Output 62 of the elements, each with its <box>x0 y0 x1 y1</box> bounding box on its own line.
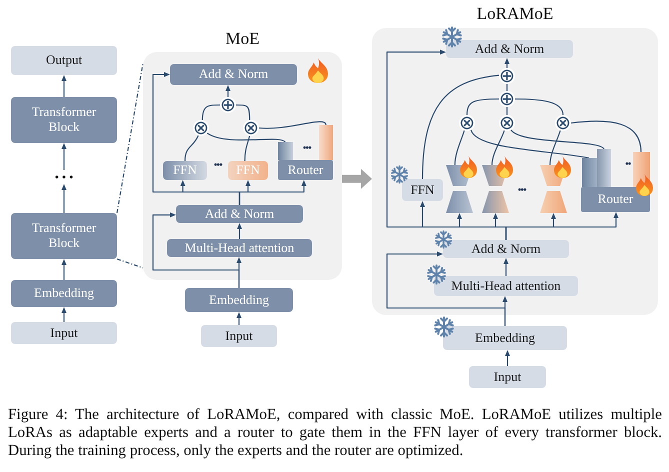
ffn-block: FFN <box>228 161 268 180</box>
ellipsis-dots: • • • <box>43 170 85 184</box>
connector-line <box>466 98 499 116</box>
connector-line <box>515 98 564 116</box>
arrow <box>505 351 510 366</box>
embedding-block: Embedding <box>185 288 293 312</box>
arrow <box>226 86 230 97</box>
connector-line <box>244 136 250 162</box>
transformer-block: Transformer Block <box>11 213 117 259</box>
router-block: Router <box>278 160 333 180</box>
arrow <box>152 212 240 288</box>
connector-line <box>549 130 561 166</box>
add-norm-block: Add & Norm <box>446 40 573 58</box>
connector-line <box>422 74 500 180</box>
arrow <box>62 308 66 322</box>
input-block: Input <box>469 366 546 388</box>
attention-block: Multi-Head attention <box>434 276 578 296</box>
connector-line <box>184 135 199 162</box>
output-block: Output <box>11 46 117 75</box>
ellipsis: ••• <box>518 186 526 194</box>
ellipsis: ••• <box>214 160 222 170</box>
connector-line <box>570 120 642 152</box>
ellipsis: ••• <box>303 144 311 152</box>
arrow <box>504 259 508 276</box>
figure-caption: Figure 4: The architecture of LoRAMoE, compared with classic MoE. LoRAMoE utilizes multiple LoRAs as adaptable experts and a router to gate them in the FFN layer of every transformer block. During the training process, only the experts and the router are optimized. <box>8 406 662 460</box>
ffn-block: FFN <box>402 179 443 201</box>
connector-line <box>510 129 604 150</box>
transformer-block: Transformer Block <box>11 97 117 143</box>
connector-line <box>454 130 465 166</box>
add-norm-block: Add & Norm <box>170 64 297 85</box>
connector-line <box>506 107 508 115</box>
input-block: Input <box>201 325 277 347</box>
arrow <box>62 260 66 280</box>
panel-title: LoRAMoE <box>476 5 554 24</box>
router-block: Router <box>581 187 650 212</box>
arrow <box>386 252 506 326</box>
embedding-block: Embedding <box>11 280 117 307</box>
arrow <box>62 76 66 97</box>
connector-line <box>202 104 220 120</box>
arrow <box>504 59 510 68</box>
connector-line <box>470 130 590 159</box>
embedding-block: Embedding <box>443 326 567 350</box>
add-norm-block: Add & Norm <box>443 240 569 258</box>
panel-title: MoE <box>226 30 260 49</box>
arrow <box>62 185 66 213</box>
arrow <box>386 50 507 240</box>
connector-line <box>506 84 508 91</box>
connector-line <box>258 121 326 129</box>
arrow <box>237 224 242 239</box>
arrow <box>152 72 240 205</box>
connector-line <box>206 132 286 143</box>
connector-line <box>491 130 505 166</box>
arrow <box>236 313 242 325</box>
dashed-line <box>116 62 144 214</box>
connector-line <box>236 104 250 120</box>
dashed-line <box>116 258 144 268</box>
ellipsis: •• <box>625 160 631 168</box>
add-norm-block: Add & Norm <box>176 205 303 223</box>
input-block: Input <box>11 322 117 344</box>
arrow <box>62 144 66 170</box>
ffn-block: FFN <box>163 161 207 180</box>
attention-block: Multi-Head attention <box>167 239 312 257</box>
